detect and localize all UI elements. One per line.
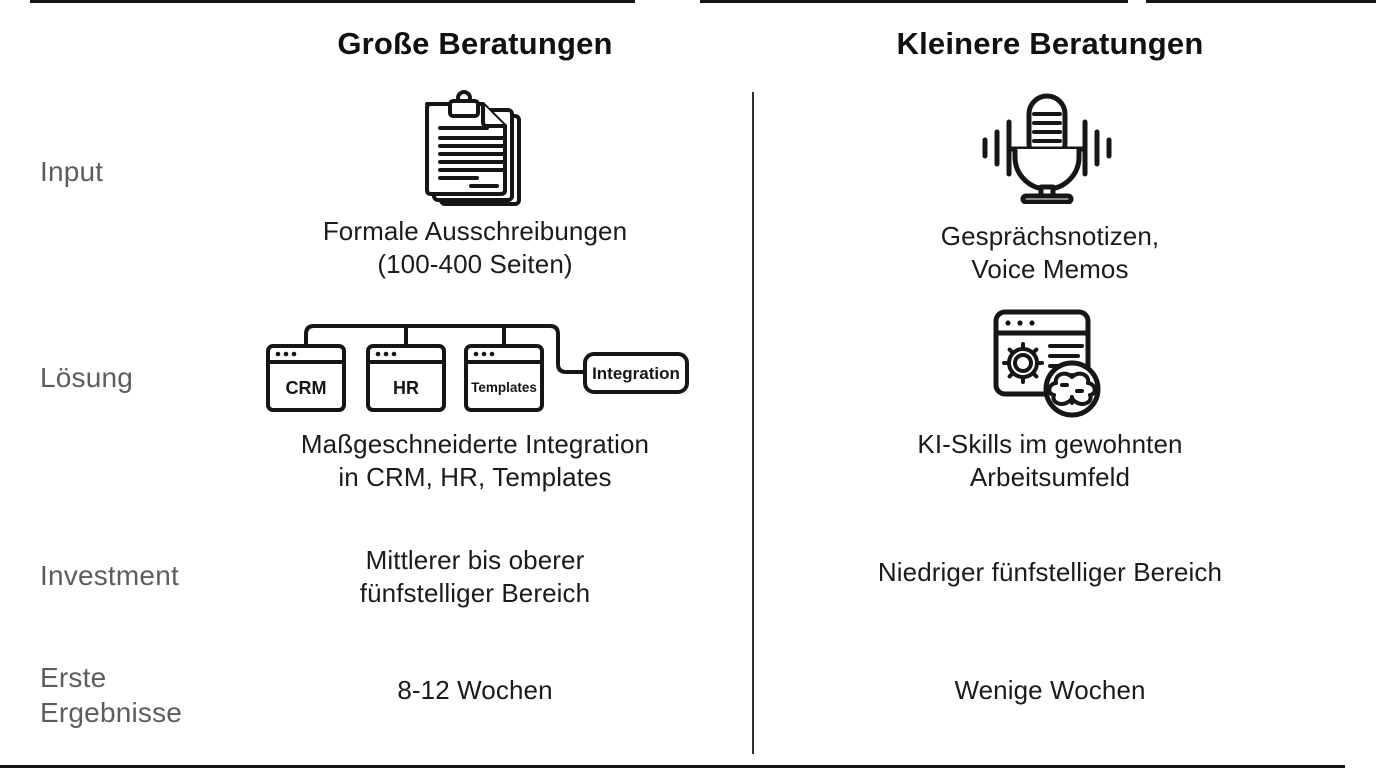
text-line: Wenige Wochen (954, 675, 1146, 705)
text-line: (100-400 Seiten) (377, 249, 573, 279)
text-line: fünfstelliger Bereich (359, 578, 591, 608)
diagram-box-label-crm: CRM (286, 378, 327, 398)
text-line: Mittlerer bis oberer (365, 545, 585, 575)
systems-integration-diagram: CRM HR Templates Integration (265, 318, 690, 415)
investment-left-text: Mittlerer bis oberer fünfstelliger Berei… (250, 544, 700, 610)
text-line: 8-12 Wochen (397, 675, 553, 705)
clipboard-documents-icon (413, 88, 525, 210)
column-header-large-consultancies: Große Beratungen (337, 26, 613, 61)
solution-left-text: Maßgeschneiderte Integration in CRM, HR,… (250, 428, 700, 494)
row-label-investment: Investment (40, 560, 179, 591)
top-edge-bar-segment (700, 0, 1128, 3)
column-header-small-consultancies: Kleinere Beratungen (896, 26, 1204, 61)
row-label-input: Input (40, 156, 104, 187)
top-edge-bar-segment (30, 0, 635, 3)
investment-right-text: Niedriger fünfstelliger Bereich (825, 556, 1275, 589)
row-label-first-results: Erste Ergebnisse (40, 662, 183, 728)
top-edge-bar-segment (1146, 0, 1376, 3)
bottom-edge-bar (0, 765, 1345, 768)
text-line: KI-Skills im gewohnten (917, 429, 1183, 459)
text-line: Gesprächsnotizen, (940, 221, 1160, 251)
input-left-text: Formale Ausschreibungen (100-400 Seiten) (250, 215, 700, 281)
text-line: Voice Memos (971, 254, 1129, 284)
text-line: in CRM, HR, Templates (338, 462, 612, 492)
first-results-left-text: 8-12 Wochen (250, 674, 700, 707)
text-line: Niedriger fünfstelliger Bereich (877, 557, 1223, 587)
text-line: Arbeitsumfeld (969, 462, 1131, 492)
microphone-icon (977, 92, 1117, 204)
text-line: Formale Ausschreibungen (322, 216, 628, 246)
diagram-box-label-integration: Integration (592, 364, 680, 383)
brain-icon (1043, 360, 1101, 418)
solution-right-text: KI-Skills im gewohnten Arbeitsumfeld (825, 428, 1275, 494)
diagram-box-label-templates: Templates (471, 380, 537, 395)
input-right-text: Gesprächsnotizen, Voice Memos (825, 220, 1275, 286)
column-divider (752, 92, 754, 754)
text-line: Maßgeschneiderte Integration (300, 429, 650, 459)
diagram-box-label-hr: HR (393, 378, 419, 398)
first-results-right-text: Wenige Wochen (825, 674, 1275, 707)
row-label-solution: Lösung (40, 362, 134, 393)
gear-icon (1002, 342, 1044, 384)
browser-gear-brain-icon (990, 306, 1105, 418)
